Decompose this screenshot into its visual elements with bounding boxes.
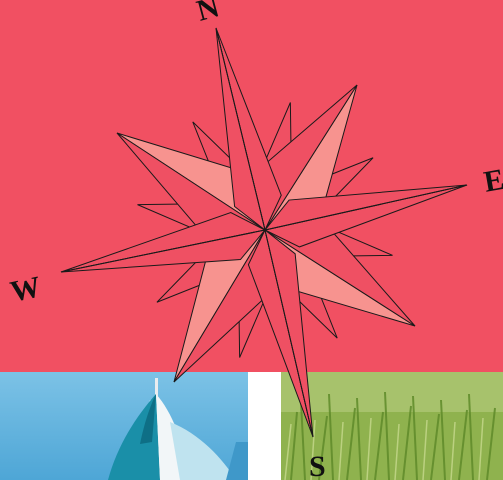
compass-label-west: W [8, 270, 44, 309]
compass-label-south: S [309, 450, 326, 480]
compass-label-north: N [193, 0, 223, 28]
compass-label-east: E [481, 163, 503, 199]
